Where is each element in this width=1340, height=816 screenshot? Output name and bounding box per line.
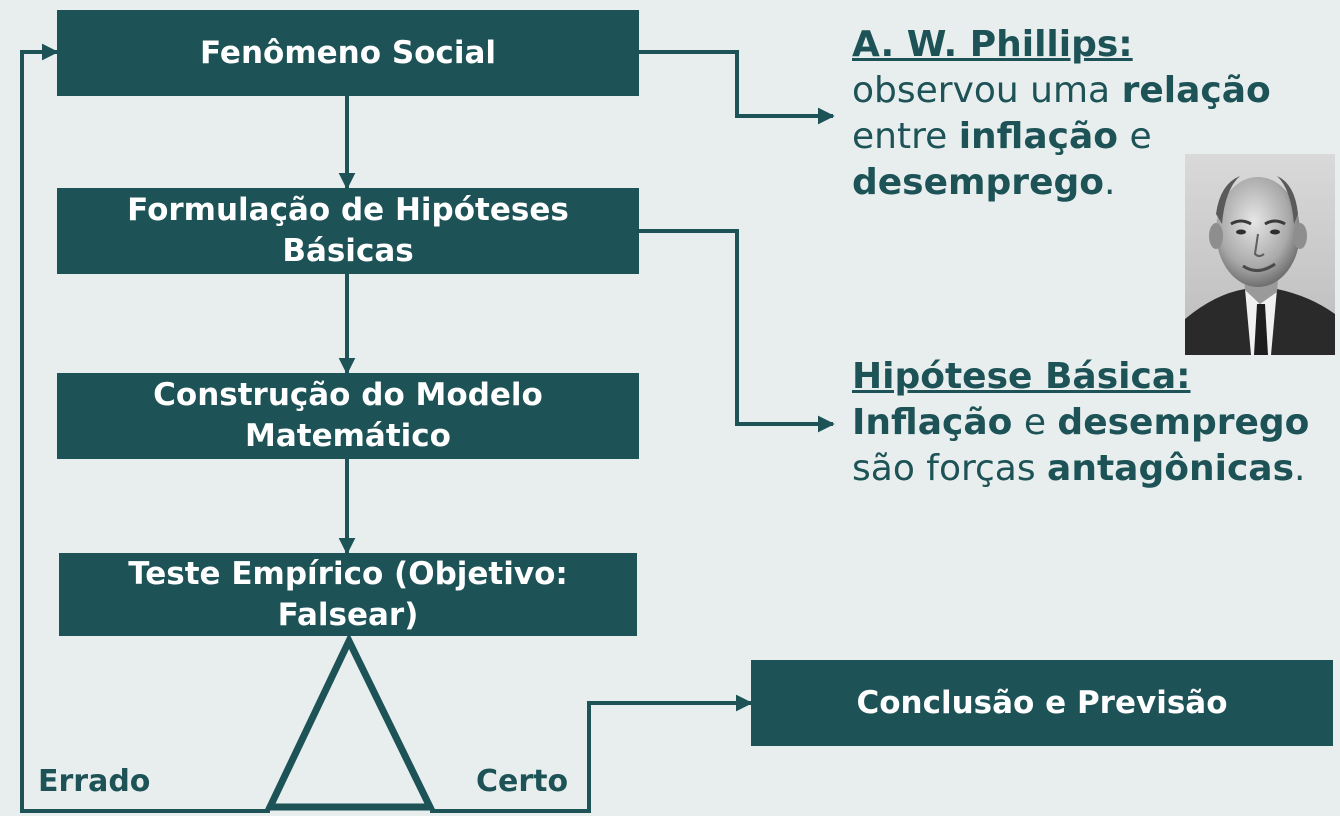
box-test-label-1: Teste Empírico (Objetivo: (128, 555, 568, 592)
box-empirical-test: Teste Empírico (Objetivo: Falsear) (59, 553, 637, 636)
phillips-text-1a: observou uma (852, 70, 1122, 111)
box-social-phenomenon: Fenômeno Social (57, 10, 639, 96)
phillips-note: A. W. Phillips: observou uma relação ent… (852, 22, 1271, 206)
hypothesis-text-2a: são forças (852, 448, 1048, 489)
arrow-to-conclusion (430, 694, 753, 813)
feedback-loop-arrow (20, 43, 270, 813)
hypothesis-title: Hipótese Básica: (852, 356, 1191, 397)
box-hypothesis-label-2: Básicas (282, 233, 414, 269)
label-right: Certo (476, 764, 569, 799)
phillips-text-3b: . (1103, 162, 1116, 203)
hypothesis-text-1b: e (1012, 402, 1058, 443)
phillips-text-1b: relação (1121, 70, 1271, 111)
box-test-label-2: Falsear) (277, 596, 419, 633)
label-wrong: Errado (38, 764, 151, 799)
phillips-title: A. W. Phillips: (852, 24, 1133, 65)
box-hypothesis-formulation: Formulação de Hipóteses Básicas (57, 188, 639, 274)
phillips-text-2a: entre (852, 116, 959, 157)
hypothesis-text-2b: antagônicas (1047, 448, 1295, 489)
box-social-phenomenon-label: Fenômeno Social (200, 34, 496, 71)
arrow-to-hypothesis (639, 229, 835, 433)
hypothesis-text-1c: desemprego (1057, 402, 1310, 443)
box-hypothesis-label-1: Formulação de Hipóteses (127, 192, 569, 228)
box-model-label-2: Matemático (245, 418, 451, 454)
phillips-text-2b: inflação (958, 116, 1118, 157)
portrait-photo (1185, 154, 1335, 355)
box-conclusion-label: Conclusão e Previsão (856, 684, 1228, 721)
box-model-construction: Construção do Modelo Matemático (57, 373, 639, 459)
hypothesis-text-1a: Inflação (852, 402, 1013, 443)
decision-triangle-icon (264, 632, 436, 811)
box-model-label-1: Construção do Modelo (153, 377, 543, 413)
hypothesis-text-2c: . (1294, 448, 1306, 489)
phillips-text-2c: e (1118, 116, 1152, 157)
box-conclusion: Conclusão e Previsão (751, 660, 1333, 746)
arrow-to-phillips (639, 50, 835, 125)
hypothesis-note: Hipótese Básica: Inflação e desemprego s… (852, 354, 1309, 492)
phillips-text-3a: desemprego (852, 162, 1104, 203)
